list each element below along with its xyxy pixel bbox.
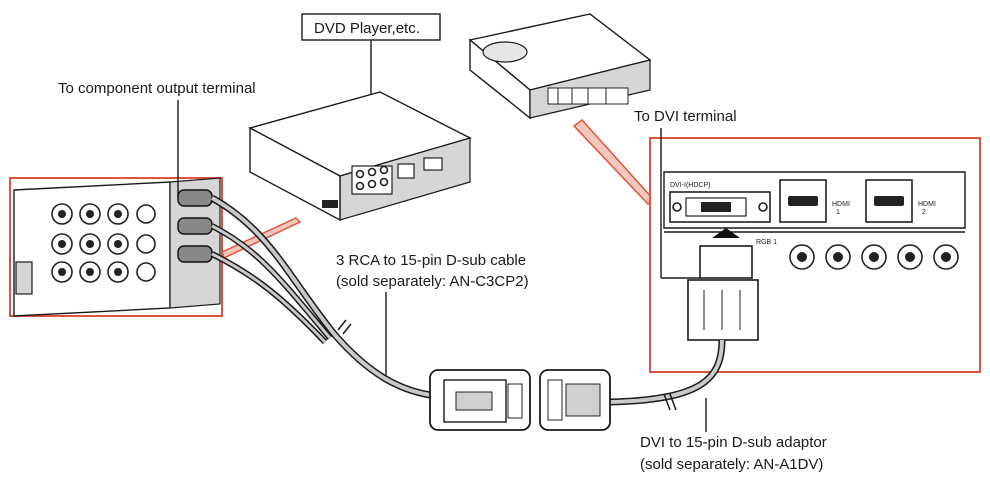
adaptor-label-line2: (sold separately: AN-A1DV): [640, 456, 823, 473]
hdmi1-number: 1: [836, 209, 840, 216]
adaptor-label-line1: DVI to 15-pin D-sub adaptor: [640, 434, 827, 451]
dsub-connector-pair: [429, 369, 611, 431]
component-terminal-label: To component output terminal: [58, 80, 256, 97]
rca-plugs: [177, 189, 213, 263]
dvi-callout-beam: [572, 118, 656, 205]
dvd-player: DVD Player,etc.: [248, 13, 472, 222]
projector-ports: [547, 87, 629, 105]
dvi-port-label: DVI-I(HDCP): [670, 182, 710, 189]
dvi-terminal-label: To DVI terminal: [634, 108, 737, 125]
dvd-player-label: DVD Player,etc.: [314, 20, 420, 37]
hdmi1-port: HDMI 1: [779, 179, 850, 223]
projector: [468, 13, 652, 120]
dvi-adaptor-cable: [609, 339, 726, 411]
rgb1-label: RGB 1: [756, 239, 777, 246]
hdmi2-port: HDMI 2: [865, 179, 936, 223]
dvd-player-label-box: [301, 13, 441, 41]
dvi-port: [669, 191, 771, 223]
cable-label-line2: (sold separately: AN-C3CP2): [336, 273, 529, 290]
rgb-rca-row: [789, 244, 959, 270]
rca-jack-grid: [51, 203, 156, 283]
projector-panel-closeup: DVI-I(HDCP) HDMI 1 HDMI 2 RGB 1: [649, 137, 981, 373]
hdmi2-label: HDMI: [918, 201, 936, 208]
dvi-adaptor-plug: [687, 228, 759, 341]
cable-label-line1: 3 RCA to 15-pin D-sub cable: [336, 252, 526, 269]
hdmi1-label: HDMI: [832, 201, 850, 208]
rca-to-dsub-cable: [210, 194, 431, 399]
dvd-player-ports: [322, 157, 443, 208]
component-panel-closeup: [9, 177, 223, 317]
hdmi2-number: 2: [922, 209, 926, 216]
